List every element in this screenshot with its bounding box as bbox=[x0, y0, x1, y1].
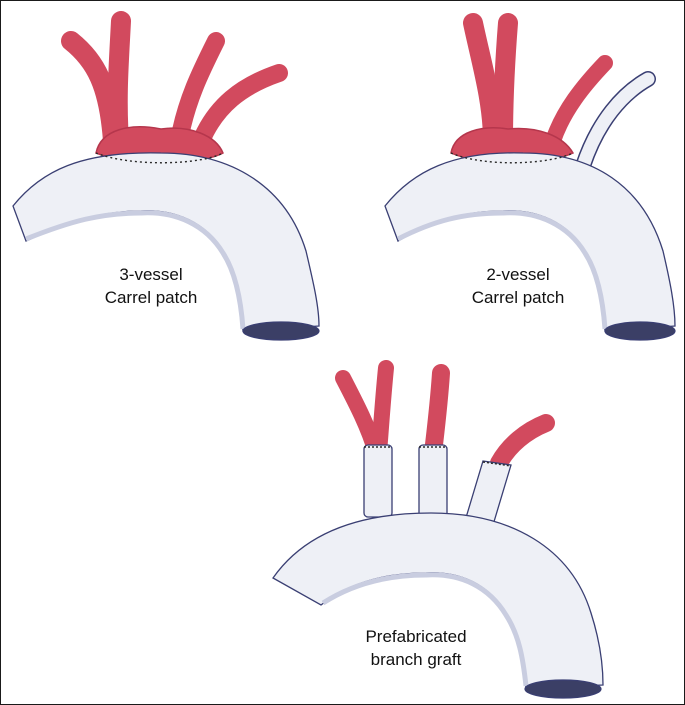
vessel-branch bbox=[463, 13, 503, 151]
vessel-branch bbox=[490, 414, 555, 472]
vessel-branch bbox=[493, 13, 518, 151]
suture-line bbox=[482, 461, 512, 467]
graft-inner-shade bbox=[396, 210, 608, 330]
label-line: 2-vessel bbox=[486, 265, 550, 284]
branch-graft-illustration bbox=[272, 360, 604, 699]
three-vessel-illustration bbox=[12, 11, 320, 341]
vessel-branch bbox=[335, 370, 384, 461]
label-line: Carrel patch bbox=[471, 288, 565, 307]
panel-branch-graft: Prefabricated branch graft bbox=[261, 353, 681, 703]
label-line: branch graft bbox=[370, 650, 462, 669]
graft-inner-shade bbox=[25, 210, 246, 330]
graft-lumen bbox=[604, 321, 676, 341]
vessel-branch bbox=[61, 31, 123, 151]
label-line: Prefabricated bbox=[365, 627, 467, 646]
graft-lumen bbox=[524, 679, 602, 699]
vessel-branch bbox=[424, 364, 450, 462]
graft-limb bbox=[464, 460, 512, 526]
graft-limb bbox=[418, 444, 448, 518]
vessel-branch bbox=[545, 55, 613, 149]
panel-label-three-vessel: 3-vessel Carrel patch bbox=[86, 263, 216, 309]
label-line: Carrel patch bbox=[104, 288, 198, 307]
side-branch-graft-fill bbox=[576, 72, 655, 173]
label-line: 3-vessel bbox=[119, 265, 183, 284]
vessel-branch bbox=[107, 11, 131, 151]
panel-label-two-vessel: 2-vessel Carrel patch bbox=[453, 263, 583, 309]
graft-inner-shade bbox=[321, 572, 529, 687]
panel-two-vessel: 2-vessel Carrel patch bbox=[343, 1, 685, 353]
panel-three-vessel: 3-vessel Carrel patch bbox=[1, 1, 343, 353]
two-vessel-illustration bbox=[384, 13, 676, 341]
vessel-branch bbox=[371, 360, 394, 461]
graft-lumen bbox=[242, 321, 320, 341]
graft-limb bbox=[363, 444, 393, 518]
panel-label-branch-graft: Prefabricated branch graft bbox=[341, 625, 491, 671]
vessel-branch bbox=[192, 64, 288, 150]
